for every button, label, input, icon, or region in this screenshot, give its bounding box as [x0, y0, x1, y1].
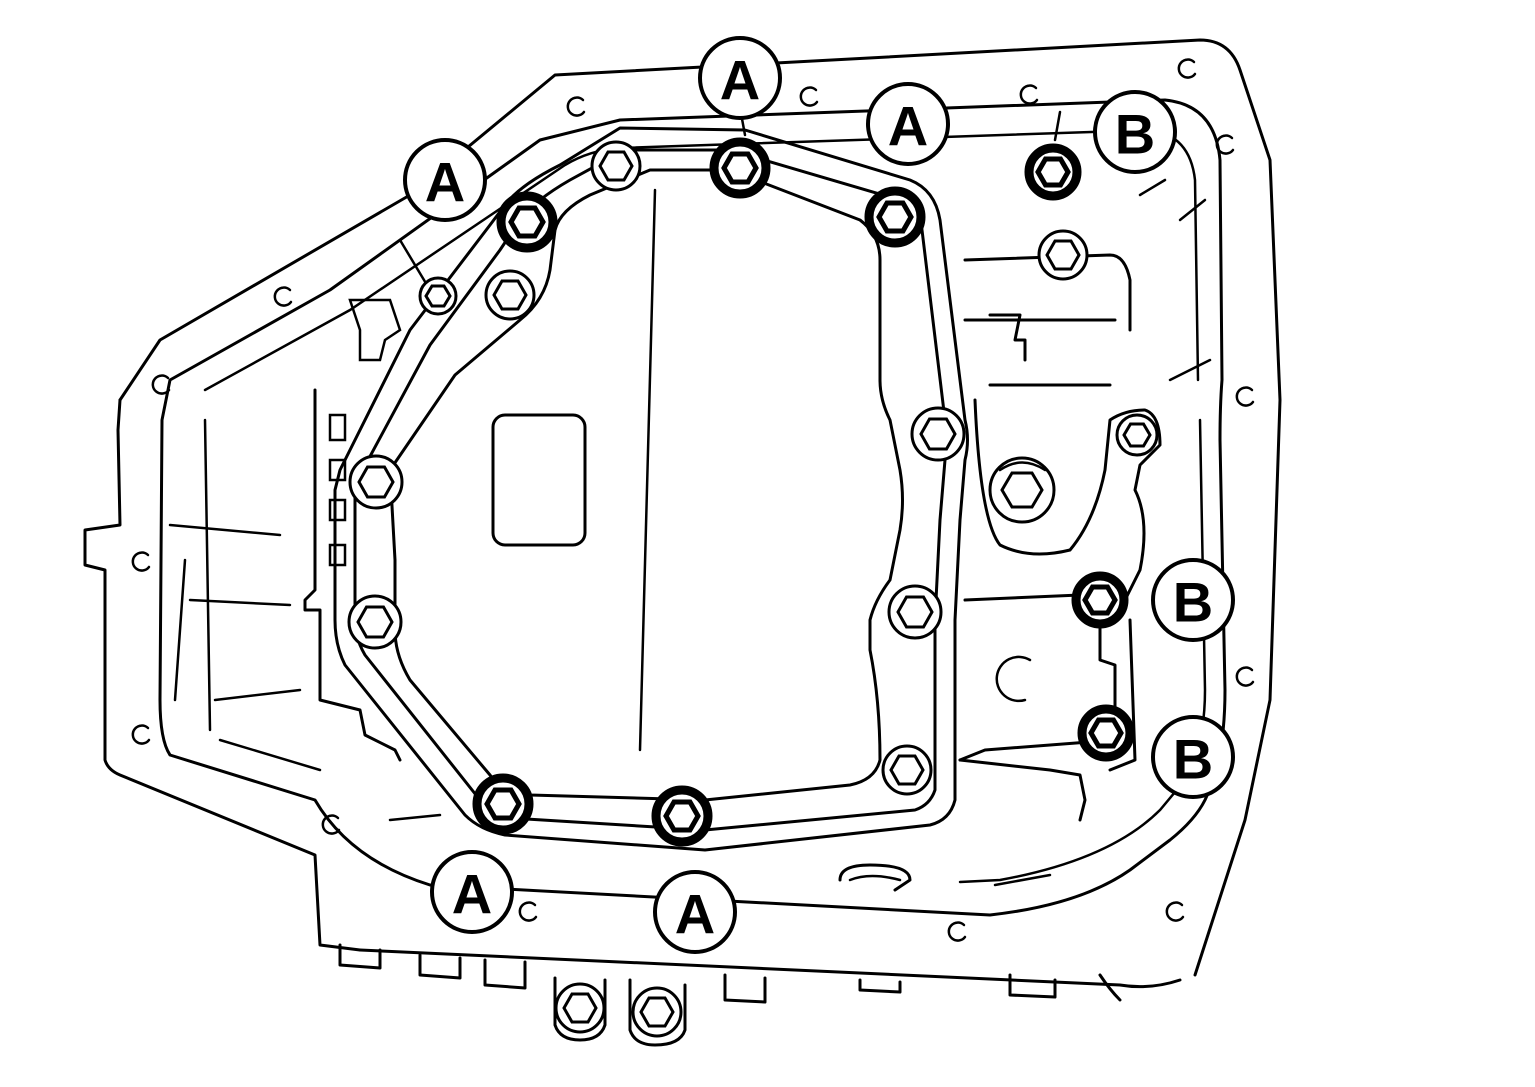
- hole-icon: [1215, 134, 1235, 155]
- drain-boss-ring: [848, 874, 902, 882]
- housing-outline: [118, 38, 1282, 977]
- bolt-a-icon: [496, 191, 558, 253]
- flange-segment-9: [1168, 358, 1212, 382]
- valve-body: [303, 388, 402, 762]
- hole-icon: [1235, 386, 1255, 407]
- bolt-b-icon: [1024, 143, 1082, 201]
- bolt-icon: [631, 986, 683, 1038]
- right-bracket: [963, 253, 1132, 387]
- hole-icon: [799, 86, 819, 107]
- flange-segment-8: [1178, 198, 1207, 222]
- callout-a-top-right: A: [866, 82, 950, 166]
- housing-holes: [131, 58, 1255, 942]
- bottom-stud-bodies: [553, 976, 687, 1047]
- hole-icon: [1235, 666, 1255, 687]
- flange-segment-11: [993, 873, 1052, 887]
- hole-icon: [321, 814, 341, 835]
- callout-a-top: A: [698, 36, 782, 120]
- valve-body-detail-2: [348, 298, 402, 362]
- hole-icon: [131, 551, 151, 572]
- valve-body-detail-1: [328, 413, 347, 567]
- flange-segment-2: [188, 598, 292, 607]
- bolt-a-icon: [472, 773, 534, 835]
- leader-line-b-top: [1053, 110, 1062, 142]
- bolt-icon: [887, 584, 943, 640]
- bolt-icon: [418, 276, 458, 316]
- callout-a-left: A: [403, 138, 487, 222]
- callout-a-bottom-left-text: A: [452, 863, 492, 926]
- bolt-b-icon: [1077, 704, 1135, 762]
- cover-center-line: [638, 188, 657, 752]
- bolt-a-icon: [651, 785, 713, 847]
- flange-segment-7: [1138, 178, 1167, 197]
- flange-segment-1: [173, 558, 187, 702]
- callout-a-top-text: A: [720, 49, 760, 112]
- bolt-icon: [554, 982, 606, 1034]
- bolt-icon: [910, 406, 966, 462]
- callout-a-bottom-text: A: [675, 883, 715, 946]
- hole-icon: [1177, 58, 1197, 79]
- hole-icon: [566, 96, 586, 117]
- callout-b-middle: B: [1151, 558, 1235, 642]
- bolt-icon: [1000, 471, 1044, 509]
- callout-b-middle-text: B: [1173, 571, 1213, 634]
- hole-icon: [947, 921, 967, 942]
- bolt-a-icon: [864, 186, 926, 248]
- bracket-arm: [973, 398, 1162, 602]
- bolt-b-icon: [1071, 571, 1129, 629]
- bottom-studs: [338, 943, 1122, 1004]
- callout-a-top-right-text: A: [888, 95, 928, 158]
- bolt-icon: [590, 140, 642, 192]
- flange-segment-3: [213, 688, 302, 702]
- flange-segment-10: [388, 813, 442, 822]
- bracket-boss: [988, 456, 1056, 524]
- drain-boss: [838, 863, 912, 892]
- callout-b-top-text: B: [1115, 103, 1155, 166]
- bolt-icon: [348, 454, 404, 510]
- cover-label-plate: [491, 413, 587, 547]
- hole-icon: [131, 724, 151, 745]
- cover-plate-outer: [333, 126, 969, 852]
- flange-segment-4: [168, 523, 282, 537]
- callout-a-left-text: A: [425, 151, 465, 214]
- hole-icon: [273, 286, 293, 307]
- cover-plate-inner: [353, 148, 949, 832]
- housing-bottom-edge: [358, 948, 1182, 989]
- lower-right-rib: [958, 758, 1087, 822]
- callout-a-bottom-left: A: [430, 850, 514, 934]
- housing-outline-left: [83, 398, 362, 952]
- bolt-icon: [347, 594, 403, 650]
- callout-b-bottom-text: B: [1173, 728, 1213, 791]
- lower-right-open-circle: [995, 655, 1032, 703]
- flange-segment-5: [218, 738, 322, 772]
- hole-icon: [151, 374, 171, 395]
- callout-b-top: B: [1093, 90, 1177, 174]
- callout-b-bottom: B: [1151, 715, 1235, 799]
- target-bolts: [472, 137, 1135, 847]
- standard-bolts: [347, 140, 1159, 1038]
- bolt-icon: [1037, 229, 1089, 281]
- bolt-icon: [1115, 413, 1159, 457]
- hole-icon: [1019, 84, 1039, 105]
- hole-icon: [518, 901, 538, 922]
- bolt-icon: [881, 744, 933, 796]
- bolt-a-icon: [709, 137, 771, 199]
- callout-a-bottom: A: [653, 870, 737, 954]
- bolt-icon: [484, 269, 536, 321]
- hole-icon: [1165, 901, 1185, 922]
- bracket-boss-ring: [998, 461, 1047, 472]
